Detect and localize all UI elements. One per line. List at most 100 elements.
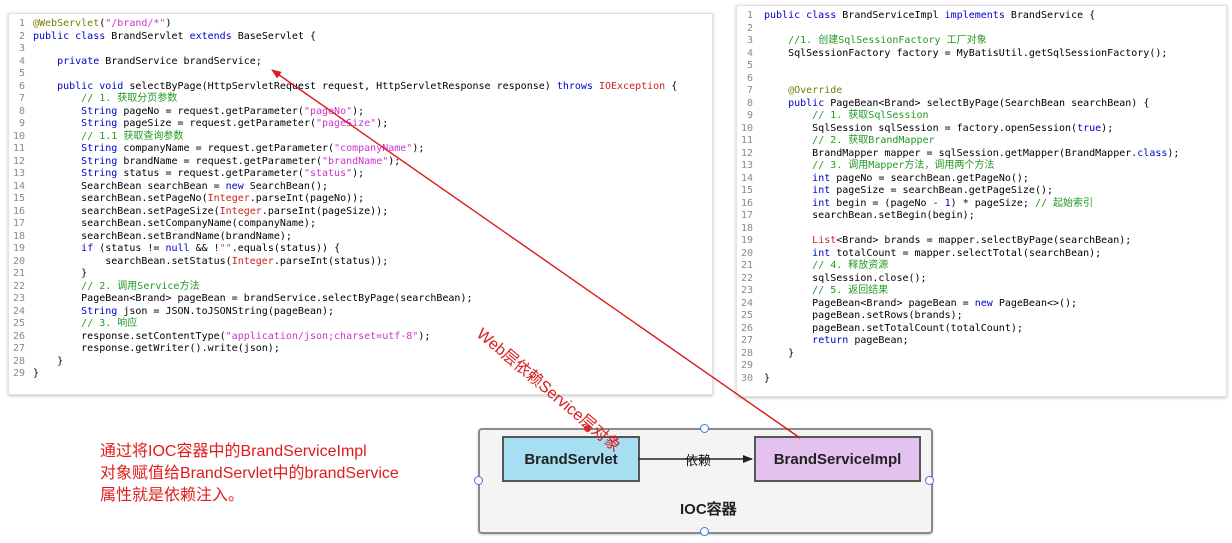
code-token: .parseInt(pageNo));	[249, 193, 365, 204]
code-token: pageBean.setRows(brands);	[764, 310, 963, 321]
code-line: 28 }	[737, 348, 1226, 361]
code-token: String	[81, 118, 124, 129]
code-text: int totalCount = mapper.selectTotal(sear…	[764, 248, 1101, 261]
code-line: 5	[737, 60, 1226, 73]
code-token: BrandServiceImpl	[842, 10, 945, 21]
line-number: 18	[740, 222, 753, 234]
line-number: 27	[12, 343, 25, 354]
code-token: searchBean.setStatus(	[33, 255, 232, 267]
code-text: int pageSize = searchBean.getPageSize();	[764, 185, 1053, 198]
code-token: (	[99, 18, 106, 29]
code-text: // 1.1 获取查询参数	[33, 131, 183, 144]
code-text: PageBean<Brand> pageBean = brandService.…	[33, 293, 472, 306]
code-line: 22 // 2. 调用Service方法	[9, 281, 712, 294]
code-token: public class	[33, 30, 112, 42]
code-line: 6 public void selectByPage(HttpServletRe…	[9, 81, 712, 94]
code-line: 24 PageBean<Brand> pageBean = new PageBe…	[737, 298, 1226, 311]
code-token: }	[33, 368, 40, 379]
code-token: "/brand/*"	[105, 18, 166, 29]
code-text: String status = request.getParameter("st…	[33, 168, 364, 181]
code-text: public class BrandServiceImpl implements…	[764, 10, 1095, 23]
code-line: 14 int pageNo = searchBean.getPageNo();	[737, 173, 1226, 186]
line-number: 5	[746, 60, 753, 71]
code-token: {	[665, 80, 678, 92]
code-token: pageSize = request.getParameter(	[123, 118, 316, 129]
line-number: 11	[740, 135, 753, 146]
code-token: new	[974, 297, 999, 309]
line-number: 11	[12, 143, 25, 154]
code-token: );	[418, 330, 431, 342]
code-token: Integer	[231, 255, 274, 267]
code-token: BaseServlet {	[237, 30, 317, 42]
code-token: );	[412, 143, 425, 154]
code-line: 12 String brandName = request.getParamet…	[9, 156, 712, 169]
note-line: 通过将IOC容器中的BrandServiceImpl	[100, 443, 367, 460]
code-text: String pageSize = request.getParameter("…	[33, 118, 388, 131]
code-token: SqlSession sqlSession = factory.openSess…	[764, 122, 1078, 134]
code-text: //1. 创建SqlSessionFactory 工厂对象	[764, 35, 986, 48]
line-number: 28	[740, 347, 753, 359]
code-line: 23 // 5. 返回结果	[737, 285, 1226, 298]
code-token: pageSize = searchBean.getPageSize();	[836, 185, 1054, 196]
line-number: 20	[12, 255, 25, 267]
code-text: SqlSession sqlSession = factory.openSess…	[764, 123, 1113, 136]
code-token: <Brand> brands = mapper.selectByPage(sea…	[836, 235, 1132, 246]
code-token: // 2. 获取BrandMapper	[812, 135, 935, 146]
line-number: 1	[18, 18, 25, 29]
injection-arrow	[271, 69, 801, 439]
code-text: }	[764, 373, 770, 386]
code-line: 2	[737, 23, 1226, 36]
code-text: searchBean.setPageNo(Integer.parseInt(pa…	[33, 193, 364, 206]
selection-handle-icon	[474, 476, 483, 485]
code-text: }	[33, 368, 39, 381]
code-token: );	[1101, 122, 1114, 134]
code-text: return pageBean;	[764, 335, 909, 348]
line-number: 18	[12, 230, 25, 242]
code-text: searchBean.setStatus(Integer.parseInt(st…	[33, 256, 388, 269]
line-number: 25	[12, 318, 25, 329]
line-number: 21	[740, 260, 753, 271]
line-number: 19	[740, 235, 753, 246]
line-number: 24	[12, 305, 25, 317]
code-text: public class BrandServlet extends BaseSe…	[33, 31, 316, 44]
code-token: brandName = request.getParameter(	[123, 155, 323, 167]
line-number: 3	[18, 43, 25, 54]
code-token: pageBean;	[854, 335, 909, 346]
code-token: // 1. 获取SqlSession	[812, 110, 929, 121]
code-line: 7 @Override	[737, 85, 1226, 98]
code-text: // 4. 释放资源	[764, 260, 888, 273]
note-line: 对象赋值给BrandServlet中的brandService	[100, 465, 399, 482]
code-token: SearchBean();	[249, 180, 329, 192]
selection-handle-icon	[700, 527, 709, 536]
code-token: new	[225, 180, 250, 192]
code-token: "pageSize"	[315, 118, 377, 129]
code-line: 3	[9, 43, 712, 56]
code-text: sqlSession.close();	[764, 273, 926, 286]
line-number: 29	[740, 360, 753, 371]
line-number: 14	[740, 172, 753, 184]
code-text: }	[33, 268, 87, 281]
code-text: int begin = (pageNo - 1) * pageSize; // …	[764, 198, 1093, 211]
code-token: // 3. 调用Mapper方法，调用两个方法	[812, 160, 995, 171]
code-token: 1	[944, 197, 951, 209]
code-token: companyName = request.getParameter(	[123, 143, 335, 154]
code-token: if	[81, 243, 100, 254]
code-token: );	[388, 155, 401, 167]
code-line: 21 // 4. 释放资源	[737, 260, 1226, 273]
code-token: }	[764, 347, 795, 359]
line-number: 2	[746, 22, 753, 34]
code-text: @WebServlet("/brand/*")	[33, 18, 172, 31]
code-text: // 2. 调用Service方法	[33, 281, 199, 294]
code-token: searchBean.setBrandName(brandName);	[33, 230, 292, 242]
code-token: public	[788, 97, 831, 109]
code-line: 30}	[737, 373, 1226, 386]
code-line: 10 SqlSession sqlSession = factory.openS…	[737, 123, 1226, 136]
line-number: 23	[12, 293, 25, 304]
code-text: private BrandService brandService;	[33, 56, 262, 69]
brand-service-impl-node: BrandServiceImpl	[754, 436, 921, 482]
line-number: 22	[12, 280, 25, 292]
code-text: response.setContentType("application/jso…	[33, 331, 430, 344]
code-line: 22 sqlSession.close();	[737, 273, 1226, 286]
